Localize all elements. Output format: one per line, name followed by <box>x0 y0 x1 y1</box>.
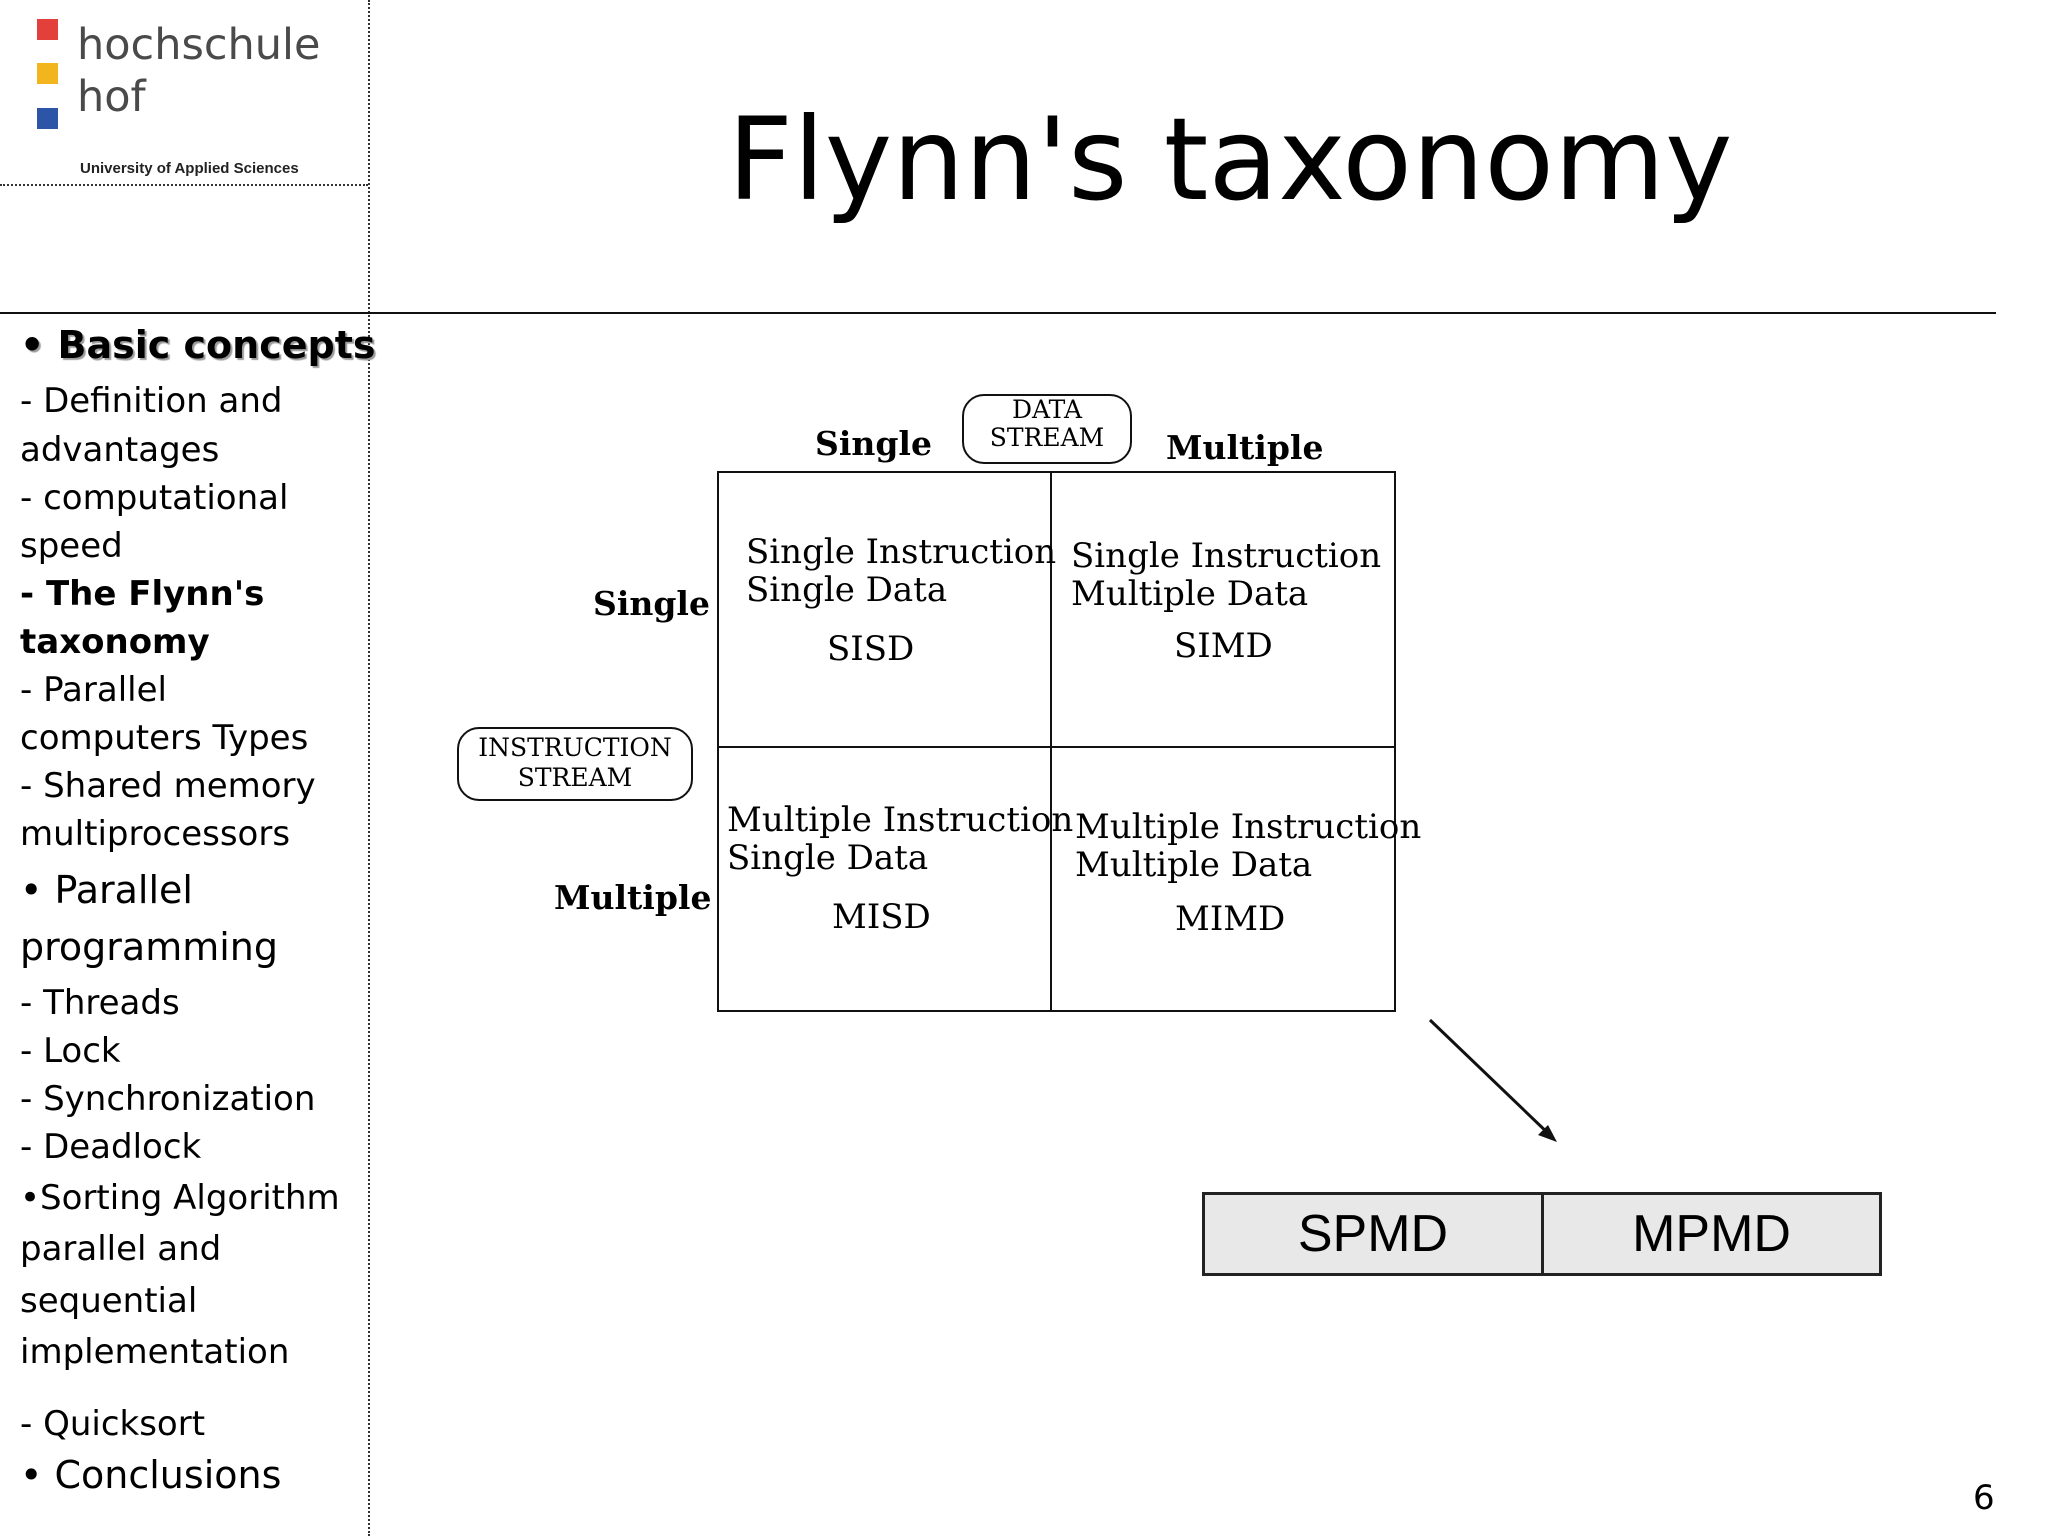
outline-item: - Threads <box>20 983 180 1023</box>
slide-title: Flynn's taxonomy <box>727 93 1733 226</box>
logo-line-1: hochschule <box>77 20 321 70</box>
cell-line: Single Instruction <box>746 532 1057 572</box>
row-header-single: Single <box>593 584 710 623</box>
outline-item: - Synchronization <box>20 1079 316 1119</box>
outline-item: - Quicksort <box>20 1404 206 1444</box>
logo-yellow-square <box>37 63 58 84</box>
outline-item: programming <box>20 925 278 969</box>
logo-tagline: University of Applied Sciences <box>80 160 299 177</box>
column-header-single: Single <box>815 424 932 463</box>
data-stream-label: DATA STREAM <box>962 394 1132 464</box>
grid-vertical-divider <box>1050 471 1052 1012</box>
row-header-multiple: Multiple <box>554 878 712 917</box>
instruction-stream-line: STREAM <box>517 763 633 792</box>
cell-line: Multiple Data <box>1075 845 1313 885</box>
cell-misd-abbr: MISD <box>832 897 931 937</box>
outline-item: advantages <box>20 430 220 470</box>
logo-red-square <box>37 19 58 40</box>
outline-item: • Conclusions <box>20 1453 282 1497</box>
outline-item-current: - The Flynn's <box>20 574 265 614</box>
outline-item: computers Types <box>20 718 309 758</box>
cell-line: Multiple Instruction <box>727 800 1074 840</box>
outline-item: - computational <box>20 478 289 518</box>
university-logo: hochschule hof University of Applied Sci… <box>0 0 368 184</box>
outline-item: implementation <box>20 1332 290 1372</box>
logo-line-2: hof <box>77 72 146 122</box>
outline-item: • Parallel <box>20 868 193 912</box>
cell-line: Single Data <box>746 570 948 610</box>
cell-sisd-description: Single Instruction Single Data <box>746 533 1056 609</box>
taxonomy-grid <box>717 471 1396 1012</box>
grid-horizontal-divider <box>717 746 1396 748</box>
cell-misd-description: Multiple Instruction Single Data <box>727 801 1073 877</box>
instruction-stream-line: INSTRUCTION <box>478 733 672 762</box>
cell-simd-description: Single Instruction Multiple Data <box>1071 537 1381 613</box>
outline-item: - Shared memory <box>20 766 316 806</box>
logo-blue-square <box>37 108 58 129</box>
outline-item: multiprocessors <box>20 814 291 854</box>
outline-item: - Deadlock <box>20 1127 202 1167</box>
outline-item-current: taxonomy <box>20 622 210 662</box>
outline-item: parallel and <box>20 1229 222 1269</box>
cell-line: Multiple Instruction <box>1075 807 1422 847</box>
data-stream-line: STREAM <box>989 423 1105 452</box>
outline-item: - Parallel <box>20 670 167 710</box>
outline-item: • Basic concepts <box>20 323 376 367</box>
data-stream-line: DATA <box>1011 395 1083 424</box>
outline-item: speed <box>20 526 123 566</box>
cell-line: Single Instruction <box>1071 536 1382 576</box>
cell-simd-abbr: SIMD <box>1174 626 1273 666</box>
mpmd-box: MPMD <box>1541 1192 1882 1276</box>
cell-line: Single Data <box>727 838 929 878</box>
header-rule <box>0 312 1996 314</box>
instruction-stream-label: INSTRUCTION STREAM <box>457 727 693 801</box>
cell-mimd-description: Multiple Instruction Multiple Data <box>1075 808 1421 884</box>
outline-item: - Definition and <box>20 381 283 421</box>
outline-item: - Lock <box>20 1031 121 1071</box>
arrow-down-right-icon <box>1428 1018 1557 1142</box>
column-header-multiple: Multiple <box>1166 428 1324 467</box>
outline-item: •Sorting Algorithm <box>20 1178 340 1218</box>
page-number: 6 <box>1973 1478 1995 1518</box>
spmd-box: SPMD <box>1202 1192 1544 1276</box>
cell-sisd-abbr: SISD <box>827 629 915 669</box>
cell-line: Multiple Data <box>1071 574 1309 614</box>
cell-mimd-abbr: MIMD <box>1175 899 1286 939</box>
logo-divider <box>0 184 368 186</box>
outline-item: sequential <box>20 1281 198 1321</box>
sidebar-divider <box>368 0 370 1536</box>
